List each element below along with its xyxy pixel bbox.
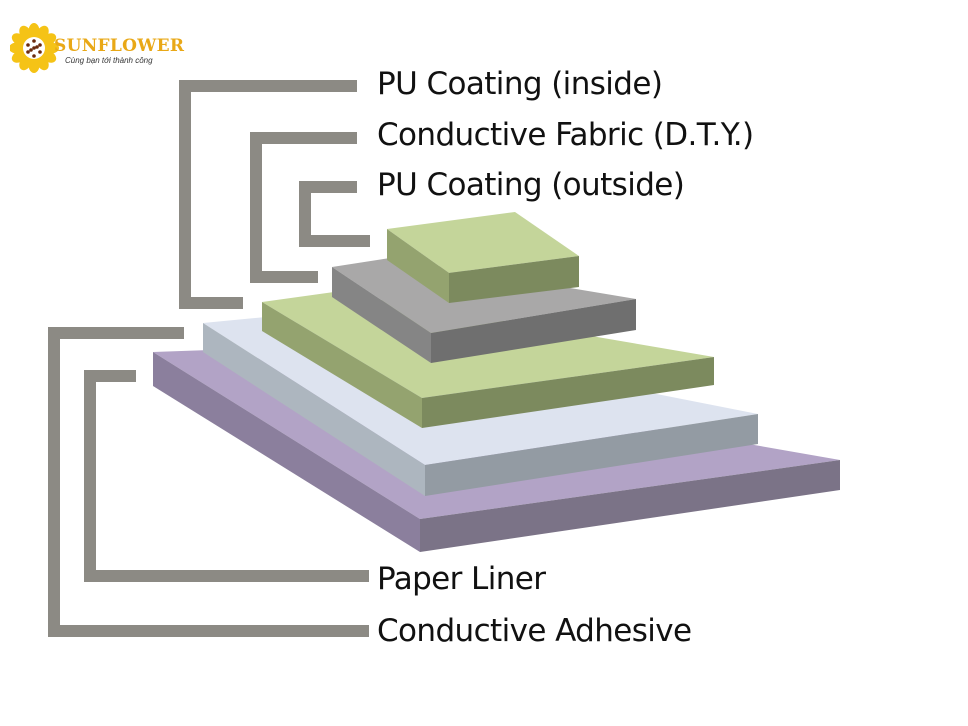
connector-adhesive [48, 327, 369, 637]
connector-pu-inside [179, 80, 357, 309]
brand-name: SUNFLOWER [54, 36, 185, 56]
label-pu-coating-inside: PU Coating (inside) [377, 66, 663, 102]
petal [19, 25, 32, 41]
label-paper-liner: Paper Liner [377, 561, 546, 597]
seed [32, 54, 36, 58]
label-pu-coating-outside: PU Coating (outside) [377, 167, 685, 203]
seed [32, 46, 36, 50]
seed [29, 48, 33, 52]
label-conductive-adhesive: Conductive Adhesive [377, 613, 692, 649]
seed [38, 43, 42, 47]
seed [26, 43, 30, 47]
seed [35, 45, 39, 49]
label-conductive-fabric: Conductive Fabric (D.T.Y.) [377, 117, 754, 153]
seed [38, 50, 42, 54]
seed [32, 39, 36, 43]
seed [26, 50, 30, 54]
sunflower-logo: SUNFLOWER Cùng bạn tới thành công [10, 12, 184, 82]
connector-pu-outside [299, 181, 370, 247]
sunflower-icon [10, 23, 59, 73]
layer-pu-coating-inside [387, 212, 579, 303]
connector-fabric [250, 132, 357, 283]
connector-paper-liner [84, 370, 369, 582]
brand-tagline: Cùng bạn tới thành công [65, 56, 153, 65]
